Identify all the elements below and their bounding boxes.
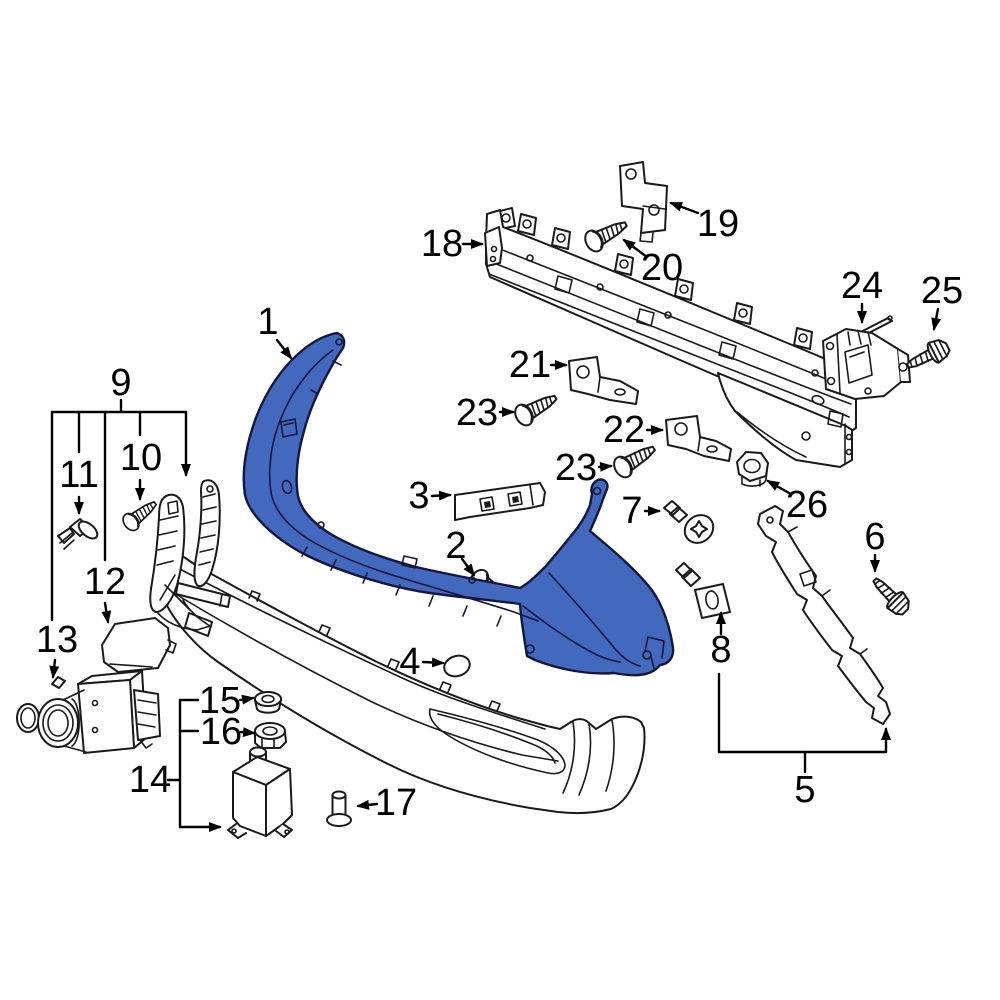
leader-line-1 (275, 338, 293, 360)
leader-line-3 (430, 490, 452, 501)
part-number-17: 17 (375, 782, 417, 824)
clip-11 (57, 518, 99, 550)
callout-7: 7 (621, 490, 661, 532)
callout-4: 4 (399, 641, 445, 683)
part-number-19: 19 (697, 203, 739, 245)
tow-bracket-24 (822, 315, 911, 400)
callout-15: 15 (199, 680, 255, 722)
grommet-15 (254, 691, 282, 714)
leader-line-20 (622, 238, 649, 259)
part-number-10: 10 (120, 437, 162, 479)
part-number-2: 2 (445, 525, 466, 567)
part-number-20: 20 (641, 247, 683, 289)
screw-23-left (510, 386, 562, 430)
license-bracket-19 (619, 161, 668, 243)
part-number-1: 1 (257, 301, 278, 343)
part-number-23b: 23 (555, 447, 597, 489)
callout-6: 6 (864, 516, 886, 573)
callout-1: 1 (257, 301, 293, 360)
leader-line-15 (238, 694, 255, 705)
side-mount-bracket-9 (149, 479, 231, 631)
nut-16 (254, 722, 287, 749)
lower-valance-panel (156, 548, 646, 814)
screw-clip-7 (663, 500, 715, 544)
leader-line-13 (49, 658, 60, 679)
leader-line-16 (239, 727, 256, 738)
plug-17 (326, 790, 352, 827)
bumper-cover-highlighted (242, 331, 675, 677)
callout-25: 25 (921, 270, 963, 331)
part-number-9: 9 (110, 362, 131, 404)
leader-line-4 (421, 657, 445, 668)
part-number-3: 3 (408, 475, 429, 517)
callout-23a: 23 (456, 392, 515, 434)
expansion-clip-8 (675, 562, 731, 619)
part-number-25: 25 (921, 270, 963, 312)
callout-14: 14 (129, 698, 222, 832)
callout-3: 3 (408, 475, 452, 517)
mounting-bracket-22 (665, 415, 732, 462)
callout-19: 19 (669, 201, 739, 245)
callout-26: 26 (766, 479, 828, 526)
canister-14 (227, 746, 293, 839)
part-number-15: 15 (199, 680, 241, 722)
callout-9: 9 (50, 362, 191, 622)
sensor-cover-12 (101, 617, 177, 673)
callout-16: 16 (200, 711, 256, 753)
rail-bracket-3 (454, 482, 546, 521)
leader-line-25 (931, 307, 942, 331)
callout-23b: 23 (555, 447, 613, 489)
callout-24: 24 (841, 265, 883, 324)
mounting-bracket-21 (568, 356, 639, 405)
callout-17: 17 (356, 782, 417, 824)
bolt-6 (866, 571, 915, 620)
parking-sensor-13 (16, 670, 161, 754)
part-number-24: 24 (841, 265, 883, 307)
part-number-6: 6 (864, 516, 885, 558)
bolt-25 (902, 335, 954, 377)
part-number-5: 5 (794, 769, 815, 811)
leader-line-2 (460, 557, 476, 577)
callout-11: 11 (59, 454, 99, 515)
part-number-11: 11 (59, 454, 98, 496)
part-number-8: 8 (710, 629, 731, 671)
leader-line-19 (669, 201, 700, 215)
callout-5: 5 (717, 672, 891, 811)
callout-13: 13 (36, 619, 78, 679)
plug-4 (443, 654, 471, 678)
leader-line-23b (597, 461, 613, 472)
leader-line-26 (766, 479, 791, 495)
part-number-18: 18 (421, 223, 463, 265)
callout-2: 2 (445, 525, 476, 577)
part-number-21: 21 (509, 344, 551, 386)
screw-20 (580, 213, 632, 256)
callout-12: 12 (84, 561, 126, 624)
impact-bar (484, 207, 857, 468)
callout-10: 10 (120, 437, 162, 501)
callout-21: 21 (509, 344, 568, 386)
screw-10 (119, 494, 162, 535)
leader-line-12 (101, 601, 112, 624)
callout-20: 20 (622, 238, 683, 289)
callout-22: 22 (603, 409, 664, 451)
callout-18: 18 (421, 223, 484, 265)
part-number-16: 16 (200, 711, 242, 753)
part-number-26: 26 (786, 484, 828, 526)
part-number-23a: 23 (456, 392, 498, 434)
callout-8: 8 (710, 611, 732, 671)
part-number-7: 7 (621, 490, 642, 532)
part-number-4: 4 (399, 641, 420, 683)
part-number-12: 12 (84, 561, 126, 603)
nut-26 (736, 451, 769, 487)
part-number-22: 22 (603, 409, 645, 451)
leader-line-17 (356, 799, 379, 810)
side-support-bracket-5 (757, 505, 891, 725)
part-number-13: 13 (36, 619, 78, 661)
part-number-14: 14 (129, 759, 171, 801)
